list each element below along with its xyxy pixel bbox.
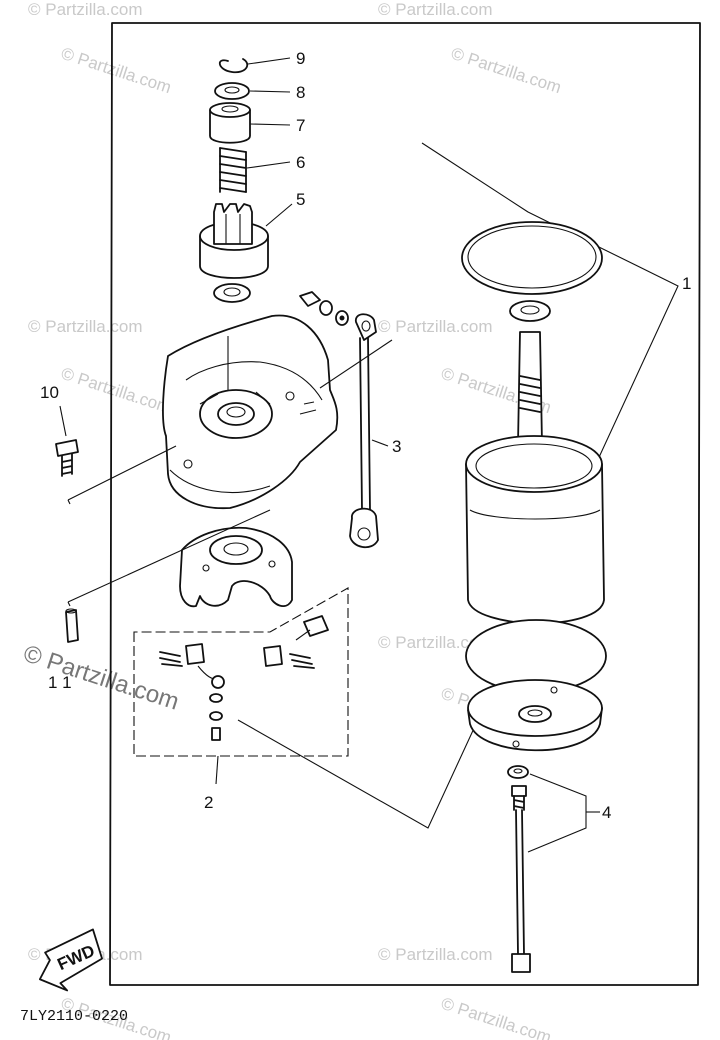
callout-11: 1 1 [48,673,72,692]
spring [219,147,291,193]
watermark: © Partzilla.com [439,994,554,1040]
through-bolts [507,765,600,973]
front-bracket [162,314,339,510]
watermark: © Partzilla.com [59,364,174,417]
leader [67,601,71,607]
callout-10: 10 [40,383,59,402]
dowel-pin [65,608,79,643]
assembly-bracket [237,142,679,829]
watermark: © Partzilla.com [449,44,564,97]
watermark: © Partzilla.com [28,317,143,336]
callout-6: 6 [296,153,305,172]
rear-cover [467,679,603,752]
watermark: © Partzilla.com [378,633,493,652]
armature-washer [509,300,551,322]
callout-7: 7 [296,116,305,135]
watermark: © Partzilla.com [378,317,493,336]
watermark: © Partzilla.com [28,0,143,19]
pinion-gear [199,203,293,279]
watermark-large: © Partzilla.com [20,640,182,716]
callout-2: 2 [204,793,213,812]
leader [319,339,393,389]
motor-yoke [465,435,605,625]
terminal-hardware [299,291,349,326]
diagram-frame [109,22,701,986]
lead-wire [349,313,389,549]
callout-1: 1 [682,274,691,293]
watermark: © Partzilla.com [378,945,493,964]
callout-9: 9 [296,49,305,68]
o-ring [461,221,603,295]
drawing-code: 7LY2110-0220 [20,1008,128,1025]
watermark: © Partzilla.com [59,44,174,97]
collar [209,102,291,144]
circlip [218,57,291,74]
washer [214,82,291,100]
leader [67,509,271,603]
thrust-washer [213,283,251,303]
screw [55,405,79,477]
leader [67,499,71,505]
callout-4: 4 [602,803,611,822]
brush-kit [133,587,349,785]
leader [67,445,177,501]
watermark: © Partzilla.com [378,0,493,19]
brush-holder-plate [179,526,293,608]
callout-3: 3 [392,437,401,456]
callout-5: 5 [296,190,305,209]
callout-8: 8 [296,83,305,102]
